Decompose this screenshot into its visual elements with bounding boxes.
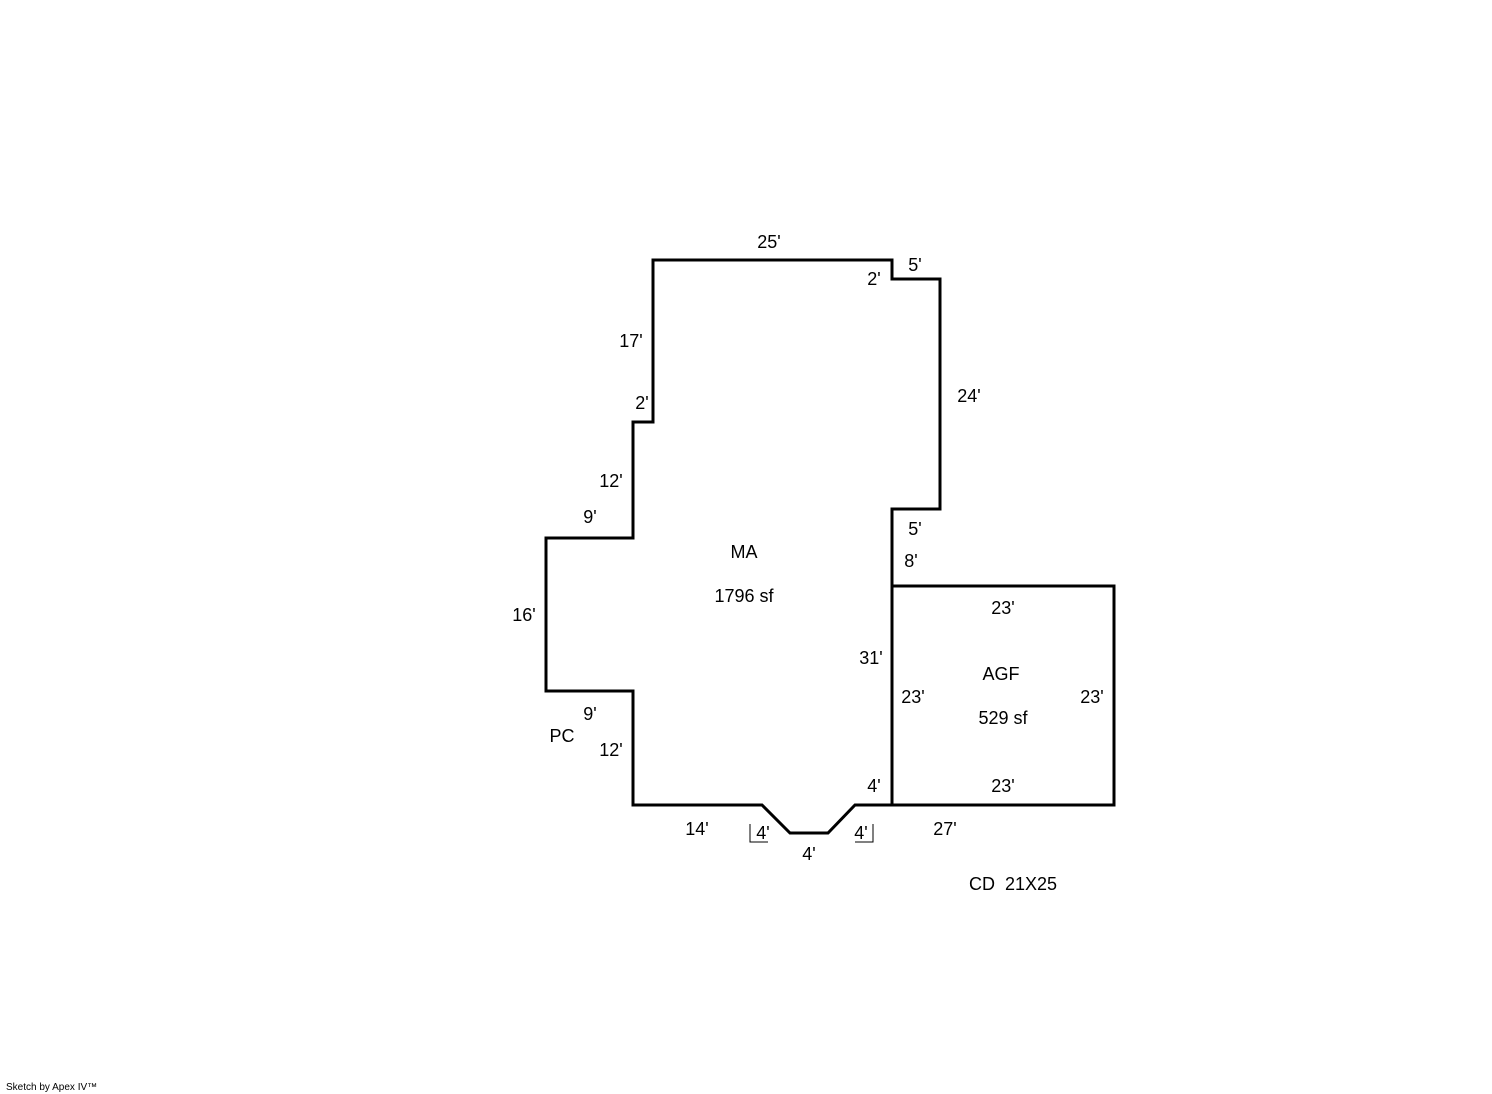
dim-left-middle-upper: 12' <box>599 471 622 491</box>
dim-garage-top: 23' <box>991 598 1014 618</box>
dim-left-step-upper: 2' <box>635 393 648 413</box>
porch-area-code: PC <box>549 726 574 746</box>
dim-left-bump: 16' <box>512 605 535 625</box>
dim-garage-bottom: 23' <box>991 776 1014 796</box>
main-area-size: 1796 sf <box>714 586 774 606</box>
dim-bottom-left: 14' <box>685 819 708 839</box>
garage-area-size: 529 sf <box>978 708 1028 728</box>
dim-right-step-width: 5' <box>908 519 921 539</box>
garage-area-code: AGF <box>982 664 1019 684</box>
dim-right-corner: 4' <box>867 776 880 796</box>
dim-notch-top-step: 2' <box>867 269 880 289</box>
bay-right-bracket <box>855 824 874 843</box>
dim-right-above-garage: 8' <box>904 551 917 571</box>
sketch-credit: Sketch by Apex IV™ <box>6 1082 97 1093</box>
dim-left-bump-bottom: 9' <box>583 704 596 724</box>
dim-right-lower: 31' <box>859 648 882 668</box>
dim-bay-bottom: 4' <box>802 844 815 864</box>
dim-top: 25' <box>757 232 780 252</box>
main-area-outline <box>544 258 942 835</box>
dim-bay-left: 4' <box>756 823 769 843</box>
deck-note: CD 21X25 <box>969 874 1057 894</box>
dim-garage-right: 23' <box>1080 687 1103 707</box>
garage-outline <box>890 584 1116 807</box>
dim-left-middle-lower: 12' <box>599 740 622 760</box>
dim-notch-top-width: 5' <box>908 255 921 275</box>
main-area-code: MA <box>731 542 758 562</box>
dim-left-upper: 17' <box>619 331 642 351</box>
dim-bay-right: 4' <box>854 823 867 843</box>
dim-garage-left: 23' <box>901 687 924 707</box>
dim-left-bump-top: 9' <box>583 507 596 527</box>
dim-garage-outer-bottom: 27' <box>933 819 956 839</box>
bay-left-bracket <box>749 824 768 843</box>
dim-right-upper: 24' <box>957 386 980 406</box>
